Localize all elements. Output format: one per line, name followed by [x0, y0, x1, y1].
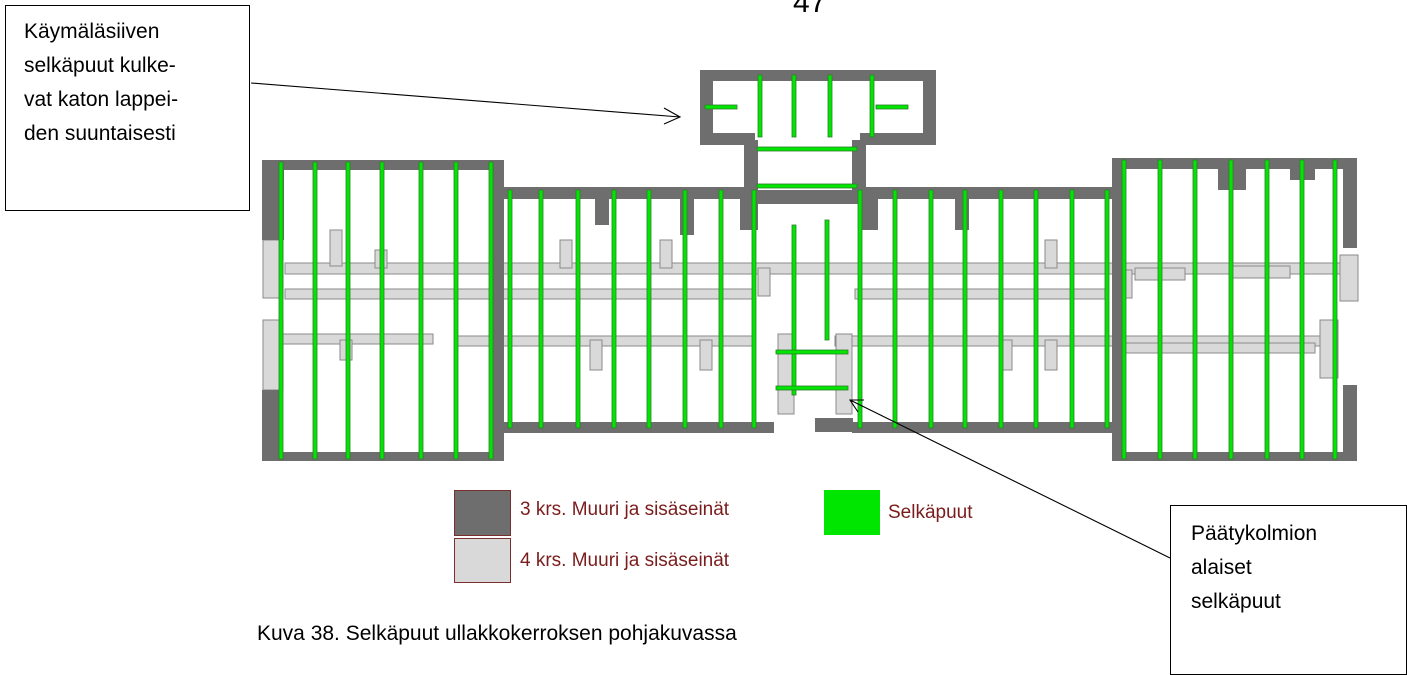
callout-line: alaiset — [1191, 556, 1252, 579]
callout-line: selkäpuut kulke- — [24, 54, 176, 77]
callout-arrows — [250, 82, 1171, 559]
callout-line: Päätykolmion — [1191, 522, 1318, 545]
legend-label-4krs: 4 krs. Muuri ja sisäseinät — [520, 550, 730, 571]
page-number: 47 — [793, 0, 827, 19]
legend-label-3krs: 3 krs. Muuri ja sisäseinät — [520, 499, 730, 520]
legend-swatch-4krs — [454, 538, 511, 583]
floor-plan — [250, 70, 1359, 559]
legend-swatch-3krs — [454, 490, 511, 536]
callout-line: vat katon lappei- — [24, 88, 179, 111]
legend-swatch-beam — [824, 490, 880, 535]
legend-label-beam: Selkäpuut — [888, 502, 973, 523]
arrow-to-wc-wing — [250, 82, 681, 118]
callout-wc-wing: Käymäläsiiven selkäpuut kulke- vat katon… — [5, 5, 250, 211]
arrow-to-gable-beams — [849, 399, 1171, 559]
ridge-beams — [278, 74, 1338, 460]
callout-line: Käymäläsiiven — [24, 20, 160, 43]
callout-line: den suuntaisesti — [24, 122, 176, 145]
interior-walls-4krs — [262, 229, 1359, 415]
callout-line: selkäpuut — [1191, 590, 1281, 613]
callout-gable-beams: Päätykolmion alaiset selkäpuut — [1170, 505, 1407, 675]
figure-caption: Kuva 38. Selkäpuut ullakkokerroksen pohj… — [257, 622, 737, 645]
